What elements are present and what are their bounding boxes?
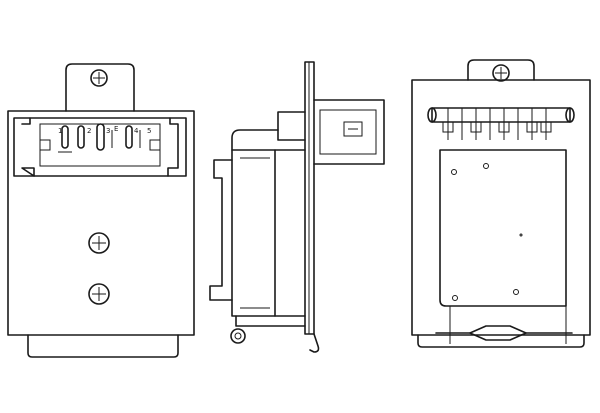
back-mounting-tab: [467, 59, 535, 81]
front-foot: [27, 334, 179, 358]
side-view: [209, 61, 385, 353]
back-terminal-strip: [427, 107, 575, 140]
pin-label: 3: [106, 127, 110, 135]
back-resistor-card: [439, 149, 567, 307]
side-resistor-body: [231, 149, 276, 317]
body-screw-hole-icon: [88, 232, 110, 254]
pin-label: 1: [58, 127, 62, 135]
pin-label: 2: [87, 127, 91, 135]
card-mount-point-icon: [451, 163, 523, 301]
pin-label: 5: [147, 127, 151, 135]
pin-label: E: [114, 125, 118, 133]
side-bottom-hook: [309, 333, 320, 353]
back-view: [411, 59, 591, 348]
back-plate: [411, 79, 591, 336]
tab-screw-hole-icon: [492, 64, 510, 82]
front-mounting-tab: [65, 63, 135, 112]
connector-pins: [58, 123, 141, 153]
body-screw-hole-icon: [88, 283, 110, 305]
pin-label: 4: [134, 127, 139, 135]
connector-housing: 1 2 3 E 4 5: [13, 117, 187, 177]
side-connector-block: [313, 99, 385, 165]
side-bolt-icon: [230, 328, 246, 344]
thermal-fuse: [435, 306, 573, 344]
front-view: 1 2 3 E 4 5: [7, 63, 195, 358]
tab-screw-hole-icon: [90, 69, 108, 87]
front-body: [7, 110, 195, 336]
